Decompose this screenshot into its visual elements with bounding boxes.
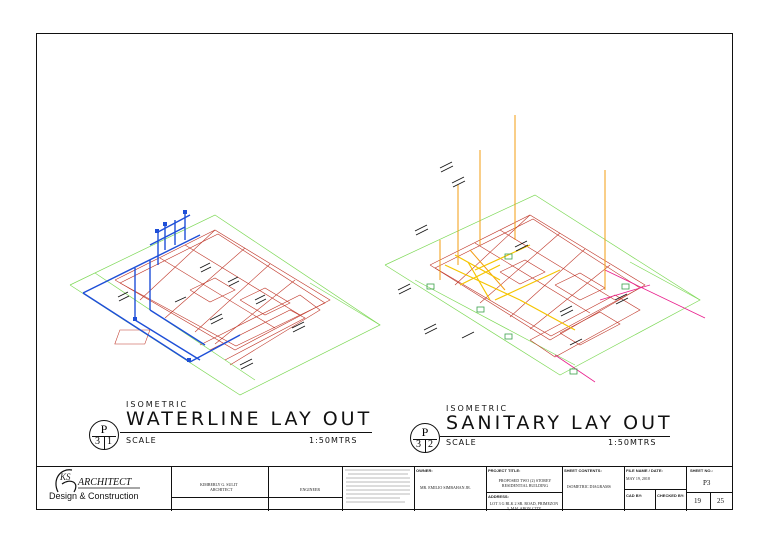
drawing2-reference-marker: P 3 2 <box>410 423 440 453</box>
sheet-no-divider <box>686 492 733 493</box>
cad-checked-divider <box>655 489 656 510</box>
drawing2-scale-label: SCALE <box>446 438 477 447</box>
drawing2-view-label: ISOMETRIC <box>446 404 509 413</box>
architect-divider <box>171 497 268 498</box>
cad-by-label: CAD BY: <box>626 493 643 498</box>
logo-letters: KS <box>60 472 71 482</box>
drawing1-marker-number: 1 <box>107 436 112 447</box>
project-title-label: PROJECT TITLE: <box>488 468 521 473</box>
logo-name: ARCHITECT <box>78 477 132 488</box>
sanitary-isometric-plan <box>384 115 706 383</box>
drawing1-view-label: ISOMETRIC <box>126 400 189 409</box>
date-value: MAY 19, 2018 <box>626 476 650 481</box>
checked-by-label: CHECKED BY: <box>657 493 685 498</box>
drawing1-reference-marker: P 3 1 <box>89 420 119 450</box>
architect-role: ARCHITECT <box>210 487 233 492</box>
sheet-contents-value: ISOMETRIC DIAGRAMS <box>567 484 611 489</box>
architect-name: KIMBERLY G. SULIT <box>200 482 238 487</box>
drawing1-marker-sheet: 3 <box>95 436 100 447</box>
owner-name: MR. EMILIO SIMBAHAN JR. <box>420 485 471 490</box>
drawing2-marker-number: 2 <box>428 439 433 450</box>
owner-label: OWNER: <box>416 468 433 473</box>
sheet-contents-label: SHEET CONTENTS: <box>564 468 602 473</box>
drawing2-title: SANITARY LAY OUT <box>446 412 673 434</box>
sheet-no-label: SHEET NO.: <box>690 468 713 473</box>
waterline-isometric-plan <box>69 210 381 396</box>
sheet-total: 25 <box>717 497 724 505</box>
sheet-current: 19 <box>694 497 701 505</box>
notes-cell <box>342 467 414 511</box>
project-cell <box>486 467 562 511</box>
drawing1-title: WATERLINE LAY OUT <box>126 408 373 430</box>
logo-cell <box>36 467 171 511</box>
engineer-role: ENGINEER <box>300 487 320 492</box>
address-label: ADDRESS: <box>488 494 509 499</box>
owner-cell <box>414 467 486 511</box>
project-divider <box>486 492 562 493</box>
drawing1-marker-letter: P <box>100 422 108 436</box>
engineer-cell <box>268 467 342 511</box>
drawing1-scale-value: 1:50MTRS <box>309 436 358 445</box>
drawing-sheet-border <box>36 33 733 510</box>
sheet-code: P3 <box>703 479 711 487</box>
sheet-contents-cell <box>562 467 624 511</box>
project-title: PROPOSED TWO (2) STOREY RESIDENTIAL BUIL… <box>498 478 552 488</box>
drawing2-scale-value: 1:50MTRS <box>608 438 657 447</box>
drawing1-title-underline <box>120 432 372 433</box>
logo-subtitle: Design & Construction <box>49 491 139 501</box>
drawing2-title-underline <box>440 436 670 437</box>
engineer-divider <box>268 497 342 498</box>
sheet-number-cell <box>686 467 733 511</box>
file-date-label: FILE NAME / DATE: <box>626 468 663 473</box>
architect-cell <box>171 467 268 511</box>
drawing2-marker-sheet: 3 <box>416 439 421 450</box>
address-value: LOT 3 G BLK 2 SR. ROAD, PRIMEZON 3, MALA… <box>489 501 559 511</box>
drawing2-marker-letter: P <box>421 425 429 439</box>
sheet-count-divider <box>710 492 711 510</box>
drawing1-scale-label: SCALE <box>126 436 157 445</box>
